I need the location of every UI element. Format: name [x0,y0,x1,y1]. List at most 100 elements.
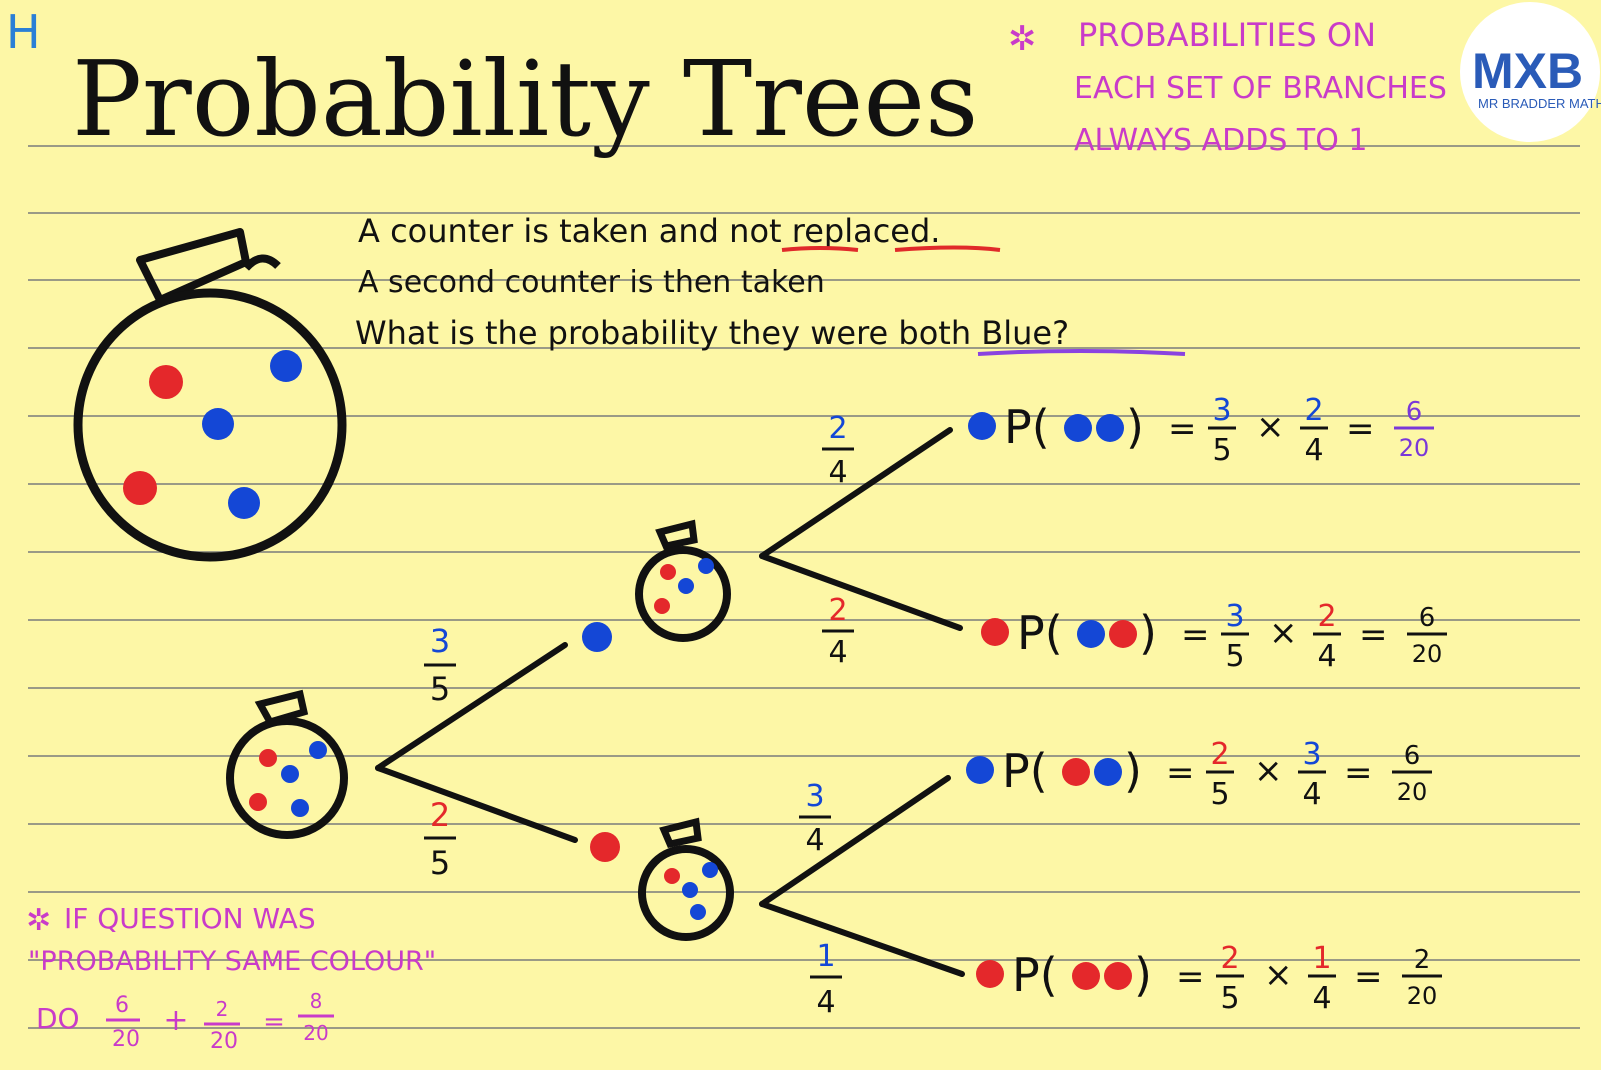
bottom-note-do: DO [36,1002,80,1035]
outcome-p-open: P( [1002,744,1048,798]
outcome-rows: P()=35×24=620P()=35×24=620P()=25×34=620P… [966,393,1447,1016]
outcome-result-den: 20 [1412,640,1443,668]
outcome-result-num: 6 [1419,603,1436,633]
outcome-p-close: ) [1126,400,1144,454]
red-counter-icon [249,793,267,811]
outcome-counter1-icon [1077,620,1105,648]
outcome-p-open: P( [1017,606,1063,660]
question-line-3: What is the probability they were both B… [355,314,1069,352]
blue-counter-icon [702,862,718,878]
outcome-counter2-icon [1096,414,1124,442]
outcome-times: × [1256,407,1285,447]
outcome-frac1-den: 5 [1210,777,1229,812]
prob-rr-den: 4 [816,985,835,1020]
blue-counter-icon [270,350,302,382]
outcome-equals: = [1166,753,1195,793]
outcome-frac1-den: 5 [1225,639,1244,674]
outcome-counter1-icon [1062,758,1090,786]
outcome-frac1-num: 2 [1220,941,1239,976]
logo-badge [1460,2,1600,142]
red-counter-icon [664,868,680,884]
branch-second-rb [759,775,951,907]
branch-first-blue [375,642,568,771]
top-note-line-3: ALWAYS ADDS TO 1 [1074,123,1367,158]
outcome-times: × [1254,751,1283,791]
large-bag-outline [73,288,347,562]
outcome-end-counter-icon [968,412,996,440]
outcome-counter1-icon [1072,962,1100,990]
question-line-2: A second counter is then taken [358,265,825,300]
second-branch-probabilities: 2 4 2 4 3 4 1 4 [799,411,854,1020]
bottom-frac3-den: 20 [303,1021,328,1045]
outcome-frac2-den: 4 [1304,433,1323,468]
prob-rb-num: 3 [805,779,824,814]
outcome-frac2-num: 2 [1317,599,1336,634]
prob-first-red-den: 5 [430,844,450,882]
root-bag-drawing [226,689,348,839]
outcome-equals-2: = [1346,409,1375,449]
outcome-result-num: 6 [1406,397,1423,427]
corner-tag: H [6,5,41,59]
prob-rb-den: 4 [805,823,824,858]
outcome-times: × [1264,955,1293,995]
star-icon: ✲ [26,903,51,938]
outcome-counter2-icon [1104,962,1132,990]
outcome-result-num: 6 [1404,741,1421,771]
prob-bb-den: 4 [828,455,847,490]
outcome-frac2-den: 4 [1317,639,1336,674]
outcome-frac1-num: 3 [1225,599,1244,634]
star-icon: ✲ [1008,19,1037,59]
outcome-p-close: ) [1134,948,1152,1002]
outcome-result-den: 20 [1397,778,1428,806]
logo-mark: MXB [1472,43,1583,99]
question: A counter is taken and not replaced. A s… [355,212,1186,356]
prob-br-num: 2 [828,593,847,628]
branch-second-br [759,553,963,631]
bottom-frac1-num: 6 [115,993,129,1018]
outcome-equals: = [1176,957,1205,997]
outcome-equals-2: = [1359,615,1388,655]
outcome-p-close: ) [1139,606,1157,660]
page-title: Probability Trees [72,38,978,160]
outcome-equals-2: = [1344,753,1373,793]
bottom-frac3-num: 8 [310,989,323,1013]
outcome-counter2-icon [1094,758,1122,786]
lower-bag-drawing [638,817,734,941]
bottom-frac2-den: 20 [210,1029,238,1054]
ruled-lines [28,145,1580,1029]
blue-counter-icon [202,408,234,440]
top-note-line-2: EACH SET OF BRANCHES [1074,71,1447,106]
bottom-note-line-1: IF QUESTION WAS [64,902,316,935]
bottom-plus: + [163,1003,188,1038]
page-margin [0,1070,1601,1088]
blue-counter-icon [698,558,714,574]
outcome-frac2-num: 3 [1302,737,1321,772]
bottom-note: ✲ IF QUESTION WAS "PROBABILITY SAME COLO… [26,902,436,1054]
underline-both-blue [977,349,1186,356]
outcome-frac2-den: 4 [1302,777,1321,812]
blue-counter-icon [291,799,309,817]
red-counter-icon [654,598,670,614]
upper-bag-drawing [635,519,731,642]
outcome-frac1-num: 3 [1212,393,1231,428]
bottom-frac1-den: 20 [112,1027,140,1052]
blue-counter-icon [309,741,327,759]
red-counter-icon [149,365,183,399]
outcome-frac2-den: 4 [1312,981,1331,1016]
top-note-line-1: PROBABILITIES ON [1078,16,1376,54]
outcome-result-den: 20 [1407,982,1438,1010]
outcome-p-open: P( [1004,400,1050,454]
outcome-equals: = [1168,409,1197,449]
outcome-equals-2: = [1354,957,1383,997]
red-counter-icon [123,471,157,505]
blue-counter-icon [678,578,694,594]
outcome-result-num: 2 [1414,945,1431,975]
branch-first-red [375,765,578,843]
outcome-frac2-num: 2 [1304,393,1323,428]
outcome-result-den: 20 [1399,434,1430,462]
underline-replaced [894,245,1001,252]
outcome-p-close: ) [1124,744,1142,798]
bottom-note-line-2: "PROBABILITY SAME COLOUR" [28,946,436,977]
mxb-logo: MXB MR BRADDER MATHS [1460,2,1601,142]
outcome-frac2-num: 1 [1312,941,1331,976]
